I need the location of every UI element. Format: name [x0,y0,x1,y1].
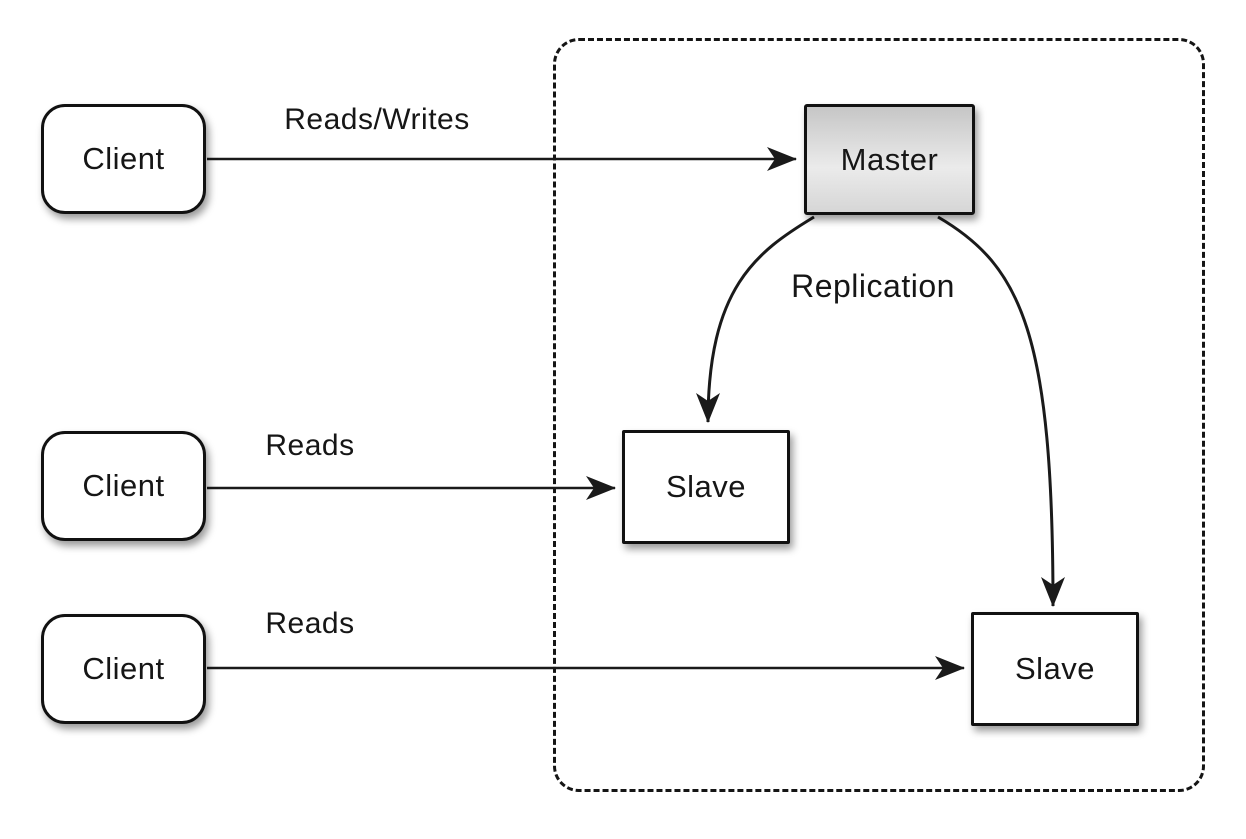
slave-node-left: Slave [622,430,790,544]
replication-group-boundary [553,38,1205,792]
reads-bottom-label: Reads [265,607,355,640]
slave-node-right: Slave [971,612,1139,726]
replication-label: Replication [791,268,955,304]
client-node-bottom: Client [41,614,206,724]
client-node-top: Client [41,104,206,214]
slave-left-label: Slave [665,469,747,504]
reads-middle-label: Reads [265,429,355,462]
master-label: Master [840,141,939,177]
slave-right-label: Slave [1014,651,1096,686]
client-bottom-label: Client [82,651,165,686]
client-middle-label: Client [82,468,165,503]
master-node: Master [804,104,975,215]
client-top-label: Client [82,141,165,176]
reads-writes-label: Reads/Writes [284,103,470,136]
client-node-middle: Client [41,431,206,541]
